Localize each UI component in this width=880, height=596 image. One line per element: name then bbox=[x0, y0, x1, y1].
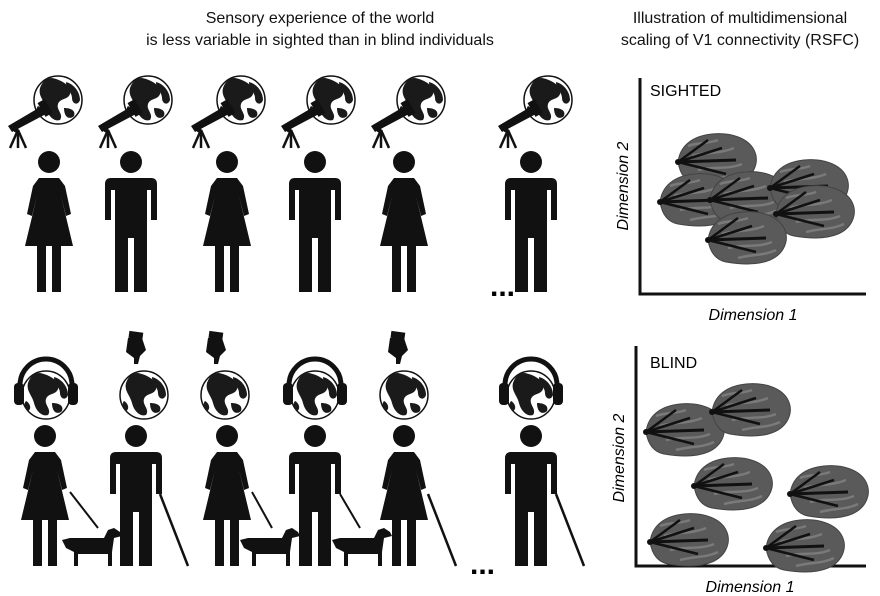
blind-ylabel: Dimension 2 bbox=[611, 413, 628, 502]
sighted-xlabel: Dimension 1 bbox=[709, 307, 798, 324]
globe-icon bbox=[34, 76, 82, 124]
sighted-person-6 bbox=[498, 76, 572, 292]
blind-plot-label: BLIND bbox=[650, 355, 697, 372]
telescope-icon bbox=[498, 99, 542, 148]
telescope-icon bbox=[191, 99, 235, 148]
blind-row: ... bbox=[14, 331, 584, 581]
brain-icon bbox=[787, 466, 868, 518]
pointing-hand-icon bbox=[388, 331, 408, 364]
globe-icon bbox=[397, 76, 445, 124]
blind-plot: BLIND Dimension 1 Dimension 2 bbox=[611, 346, 868, 596]
telescope-icon bbox=[8, 99, 52, 148]
female-figure-icon bbox=[380, 425, 428, 566]
sighted-plot: SIGHTED Dimension 1 Dimension 2 bbox=[615, 78, 866, 324]
male-figure-icon bbox=[110, 425, 162, 566]
leash bbox=[252, 492, 272, 528]
pointing-hand-icon bbox=[126, 331, 146, 364]
female-figure-icon bbox=[21, 425, 69, 566]
globe-icon bbox=[124, 76, 172, 124]
globe-icon bbox=[120, 371, 168, 419]
sighted-ylabel: Dimension 2 bbox=[615, 141, 632, 230]
sighted-row: ... bbox=[8, 76, 572, 303]
male-figure-icon bbox=[289, 425, 341, 566]
sighted-person-4 bbox=[281, 76, 355, 292]
sighted-person-1 bbox=[8, 76, 82, 292]
globe-icon bbox=[217, 76, 265, 124]
globe-icon bbox=[380, 371, 428, 419]
sighted-person-2 bbox=[98, 76, 172, 292]
brain-icon bbox=[691, 458, 772, 510]
brain-icon bbox=[647, 514, 728, 566]
sighted-person-3 bbox=[191, 76, 265, 292]
female-figure-icon bbox=[380, 151, 428, 292]
blind-person-3 bbox=[201, 331, 300, 566]
telescope-icon bbox=[98, 99, 142, 148]
sighted-person-5 bbox=[371, 76, 445, 292]
blind-person-1 bbox=[14, 359, 122, 566]
globe-icon bbox=[524, 76, 572, 124]
globe-icon bbox=[291, 371, 339, 419]
leash bbox=[70, 492, 98, 528]
guide-dog-icon bbox=[62, 528, 122, 566]
globe-icon bbox=[22, 371, 70, 419]
leash bbox=[340, 494, 360, 528]
male-figure-icon bbox=[289, 151, 341, 292]
guide-dog-icon bbox=[240, 528, 300, 566]
brain-icon bbox=[763, 520, 844, 572]
female-figure-icon bbox=[25, 151, 73, 292]
blind-ellipsis: ... bbox=[470, 548, 495, 581]
blind-person-6 bbox=[499, 359, 584, 566]
guide-dog-icon bbox=[332, 528, 392, 566]
male-figure-icon bbox=[105, 151, 157, 292]
sighted-plot-label: SIGHTED bbox=[650, 83, 721, 100]
telescope-icon bbox=[281, 99, 325, 148]
telescope-icon bbox=[371, 99, 415, 148]
globe-icon bbox=[201, 371, 249, 419]
blind-person-5 bbox=[380, 331, 456, 566]
globe-icon bbox=[307, 76, 355, 124]
globe-icon bbox=[507, 371, 555, 419]
pointing-hand-icon bbox=[206, 331, 226, 364]
female-figure-icon bbox=[203, 151, 251, 292]
blind-xlabel: Dimension 1 bbox=[706, 579, 795, 596]
male-figure-icon bbox=[505, 425, 557, 566]
white-cane-icon bbox=[160, 494, 188, 566]
blind-person-4 bbox=[283, 359, 392, 566]
brain-icon bbox=[709, 384, 790, 436]
blind-person-2 bbox=[110, 331, 188, 566]
sighted-ellipsis: ... bbox=[490, 270, 515, 303]
white-cane-icon bbox=[428, 494, 456, 566]
white-cane-icon bbox=[556, 494, 584, 566]
